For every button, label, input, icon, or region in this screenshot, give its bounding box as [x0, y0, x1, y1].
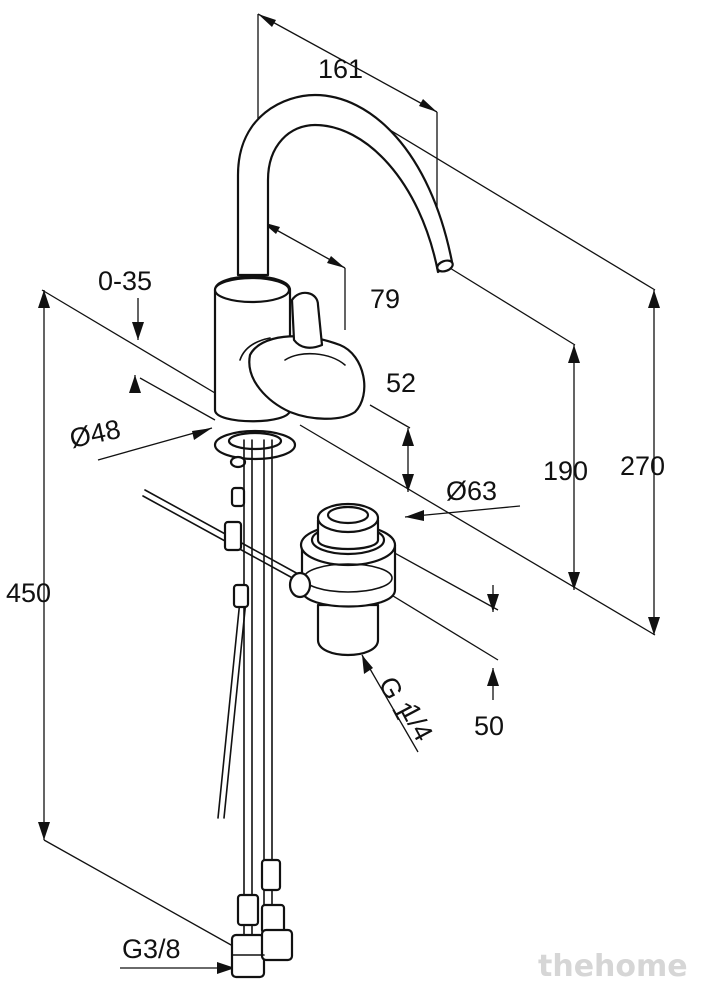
watermark: thehome — [538, 949, 688, 984]
supply-hoses — [230, 439, 294, 979]
dimension-labels: 161 79 0-35 52 Ø48 Ø63 190 270 450 50 G … — [6, 54, 665, 964]
faucet-handle — [248, 291, 366, 420]
label-plug-diameter: Ø63 — [446, 476, 497, 506]
dimension-lines — [38, 13, 660, 974]
label-spout-offset: 79 — [370, 284, 400, 314]
label-handle-height: 52 — [386, 368, 416, 398]
mounting-ring — [213, 429, 297, 469]
label-spout-height: 190 — [543, 456, 588, 486]
label-body-diameter: Ø48 — [67, 414, 123, 454]
label-hose-thread: G3/8 — [122, 934, 181, 964]
label-total-height: 270 — [620, 451, 665, 481]
drain-plug — [288, 502, 397, 657]
label-waste-length: 50 — [474, 711, 504, 741]
label-adjust-range: 0-35 — [98, 266, 152, 296]
drain-rod — [142, 486, 301, 819]
label-connection-length: 450 — [6, 578, 51, 608]
faucet-spout — [236, 93, 454, 277]
label-spout-reach: 161 — [318, 54, 363, 84]
